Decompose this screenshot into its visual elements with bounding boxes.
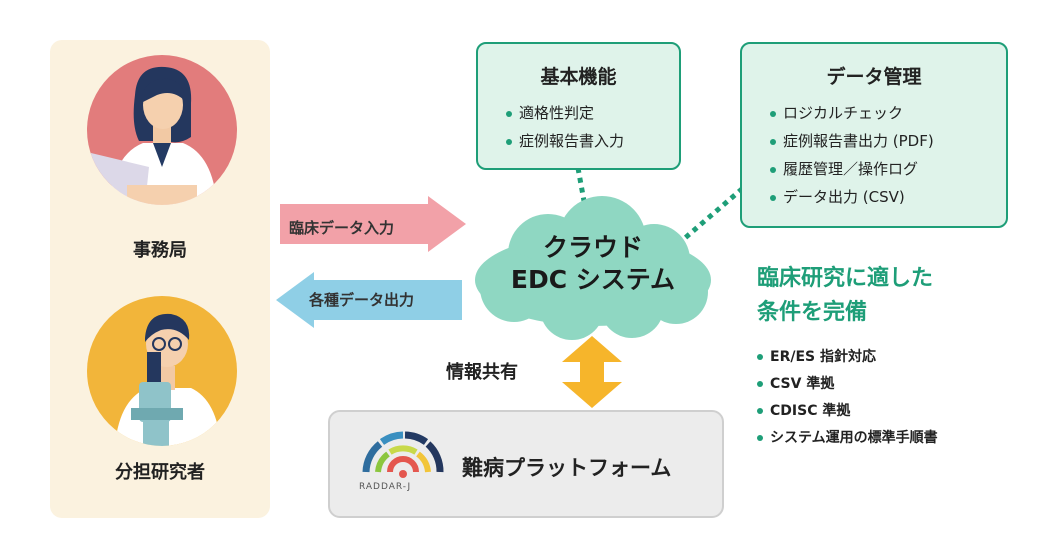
list-item: ER/ES 指針対応 [757, 344, 938, 371]
headline-line2: 条件を完備 [757, 300, 868, 325]
connector-lines [575, 167, 752, 246]
list-item: 履歴管理／操作ログ [770, 155, 1006, 183]
data-input-label: 臨床データ入力 [289, 219, 395, 237]
raddar-logo-icon [362, 431, 444, 478]
headline-line1: 臨床研究に適した [757, 266, 934, 291]
data-management-box: データ管理 ロジカルチェック 症例報告書出力 (PDF) 履歴管理／操作ログ デ… [740, 42, 1008, 228]
list-item: データ出力 (CSV) [770, 183, 1006, 211]
data-management-title: データ管理 [826, 66, 922, 88]
basic-functions-title: 基本機能 [540, 66, 617, 88]
raddar-logo-text: RADDAR-J [359, 482, 412, 492]
data-input-arrow [280, 196, 466, 252]
list-item: ロジカルチェック [770, 99, 1006, 127]
share-label: 情報共有 [446, 362, 518, 383]
basic-functions-box: 基本機能 適格性判定 症例報告書入力 [476, 42, 681, 170]
cloud-title-line1: クラウド [542, 233, 643, 262]
list-item: 適格性判定 [506, 99, 679, 127]
list-item: CDISC 準拠 [757, 398, 938, 425]
list-item: CSV 準拠 [757, 371, 938, 398]
share-arrow [562, 336, 622, 408]
list-item: システム運用の標準手順書 [757, 425, 938, 452]
data-output-label: 各種データ出力 [309, 291, 415, 309]
office-staff-illustration [87, 55, 237, 205]
researcher-label: 分担研究者 [115, 462, 205, 483]
platform-title: 難病プラットフォーム [462, 456, 672, 480]
data-output-arrow [276, 272, 462, 328]
conditions-headline: 臨床研究に適した 条件を完備 [757, 262, 933, 330]
cloud-edc-title: クラウド EDC システム [470, 232, 716, 296]
list-item: 症例報告書出力 (PDF) [770, 127, 1006, 155]
researcher-illustration [87, 296, 237, 446]
cloud-shape [475, 196, 711, 340]
list-item: 症例報告書入力 [506, 127, 679, 155]
cloud-title-line2: EDC システム [510, 265, 676, 294]
basic-functions-list: 適格性判定 症例報告書入力 [506, 99, 679, 155]
data-management-list: ロジカルチェック 症例報告書出力 (PDF) 履歴管理／操作ログ データ出力 (… [770, 99, 1006, 211]
conditions-list: ER/ES 指針対応 CSV 準拠 CDISC 準拠 システム運用の標準手順書 [757, 344, 938, 452]
office-label: 事務局 [133, 240, 187, 261]
